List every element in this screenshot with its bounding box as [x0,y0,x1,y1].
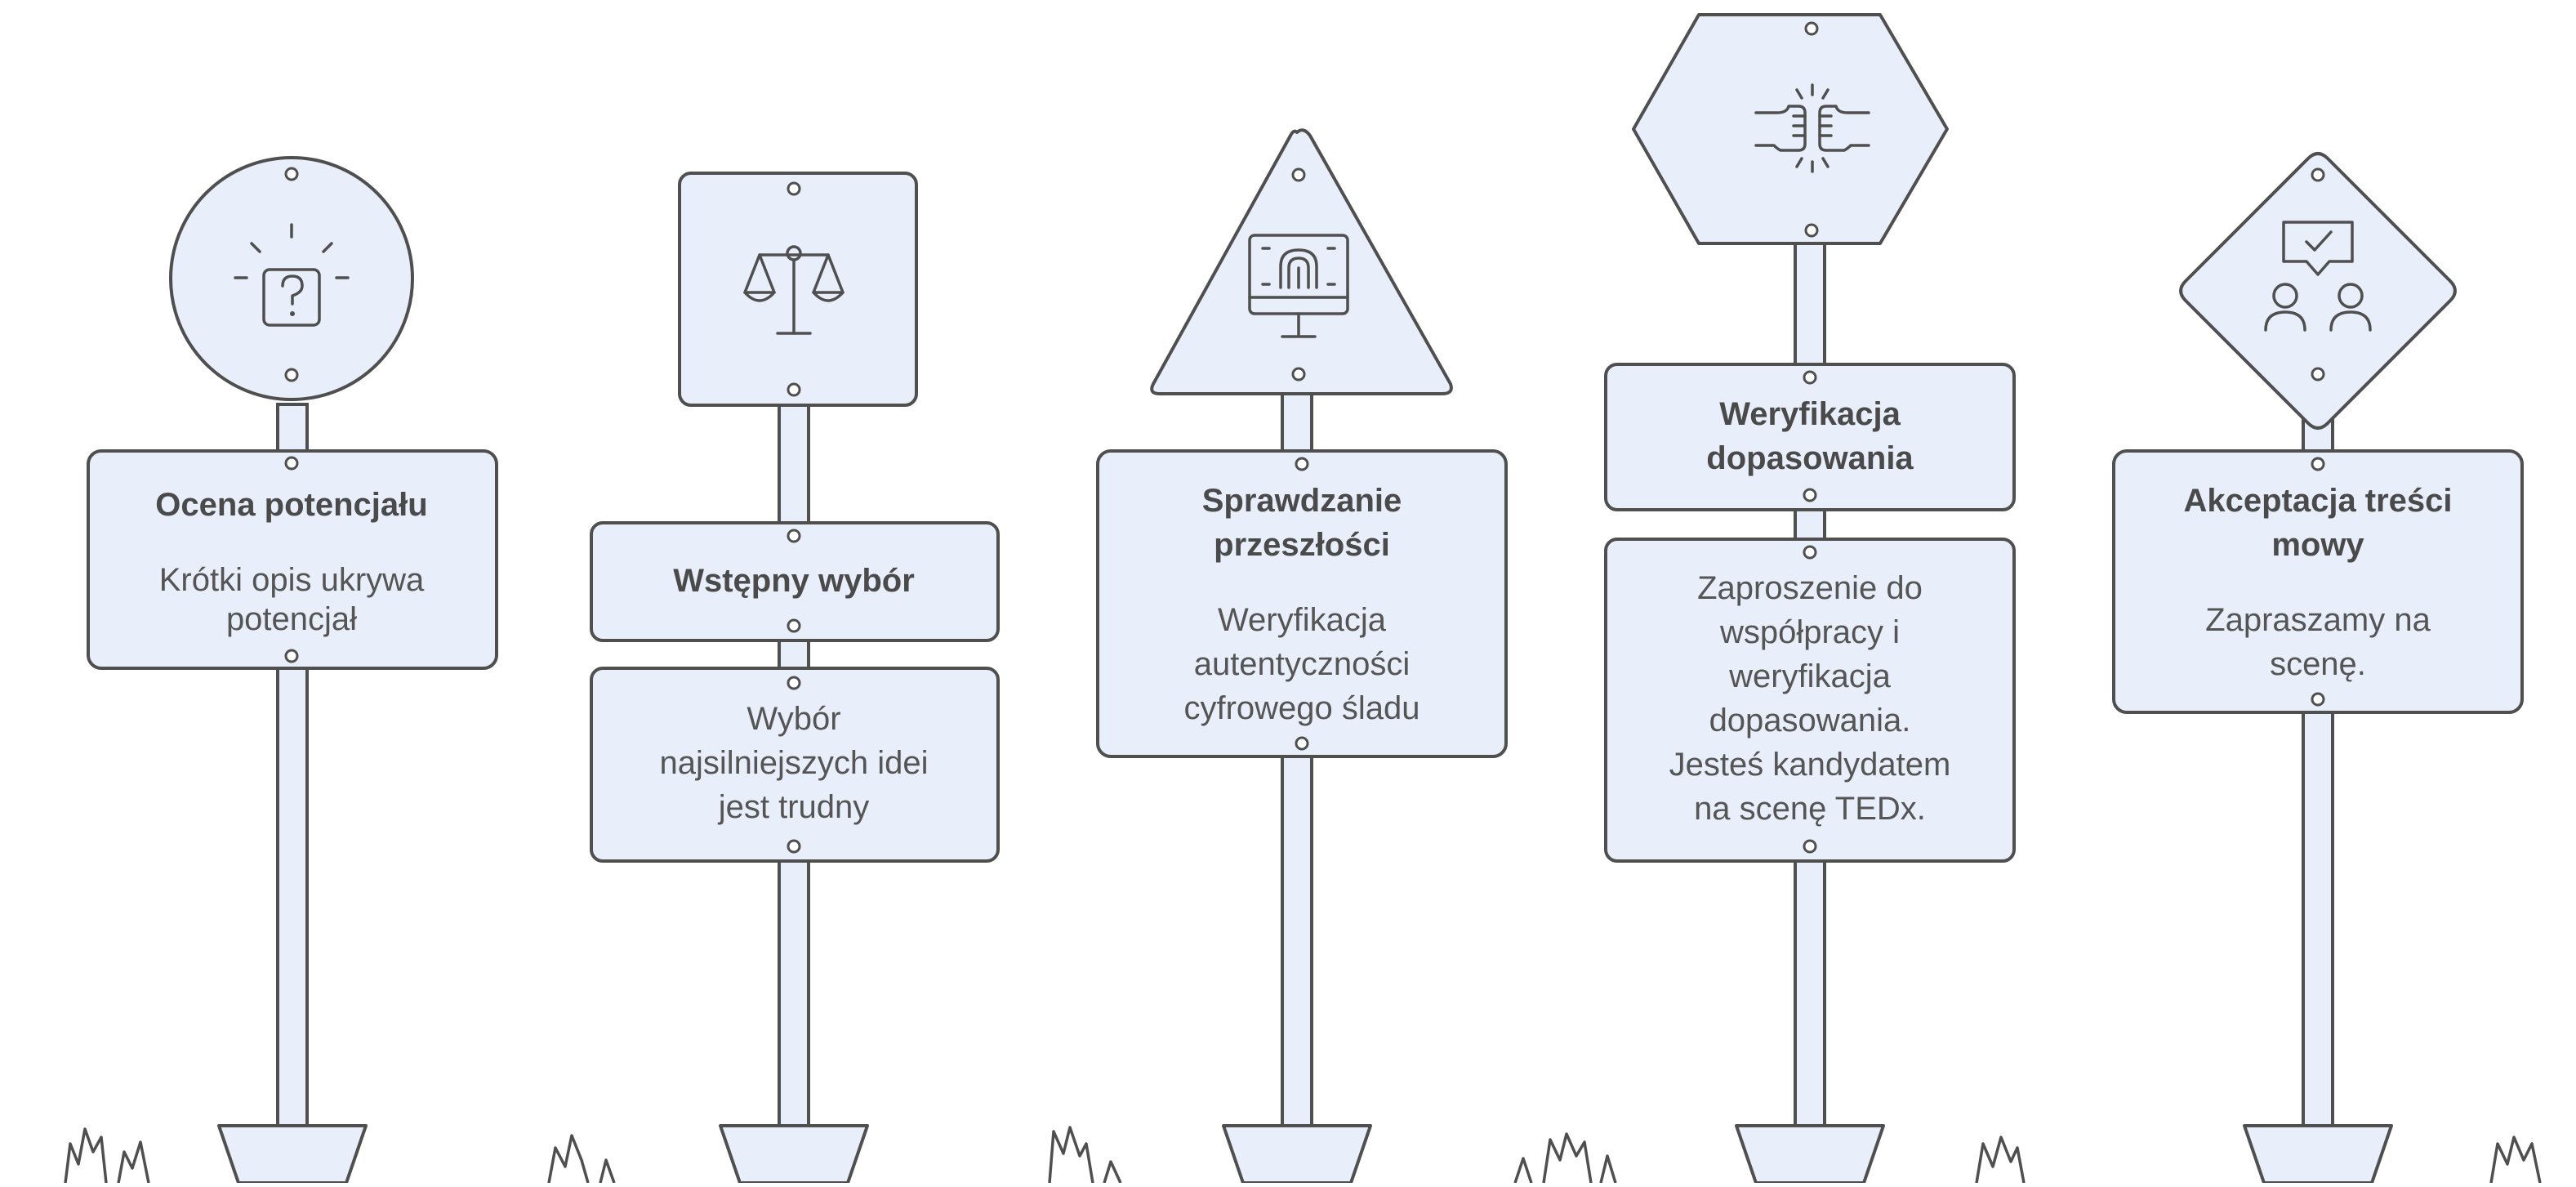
step-3-desc-line-2: autentyczności [1194,646,1411,682]
label-board [2112,449,2524,714]
diamond-sign [2179,152,2457,430]
step-4-desc-line-6: na scenę TEDx. [1694,791,1926,827]
step-1-title: Ocena potencjału [155,487,427,523]
step-2-desc-line-1: Wybór [747,701,840,737]
step-2-title: Wstępny wybór [673,563,915,599]
hexagon-sign [1632,13,1949,245]
step-5-signpost: Akceptacja treści mowy Zapraszamy na sce… [2112,152,2524,1185]
step-3-desc-line-1: Weryfikacja [1218,602,1387,638]
step-5-desc-line-1: Zapraszamy na [2205,602,2431,638]
approval-chat-icon [2264,221,2372,332]
step-5-desc-line-2: scenę. [2270,646,2366,682]
square-sign [678,172,918,407]
step-3-signpost: Sprawdzanie przeszłości Weryfikacja aute… [1096,128,1508,1185]
step-3-title-line-2: przeszłości [1214,527,1390,563]
step-2-desc-line-3: jest trudny [718,789,870,825]
title-board [590,521,1000,642]
step-5-title-line-1: Akceptacja treści [2183,483,2452,519]
description-board [1604,538,2016,863]
step-4-desc-line-4: dopasowania. [1709,703,1911,739]
pole-arrow-base [1222,1124,1372,1185]
step-4-signpost: Weryfikacja dopasowania Zaproszenie do w… [1604,13,2016,1185]
pole-arrow-base [719,1124,869,1185]
label-board [87,449,498,670]
step-4-title-line-1: Weryfikacja [1719,396,1901,432]
step-4-desc-line-3: weryfikacja [1728,658,1892,694]
title-board [1604,363,2016,511]
fist-bump-icon [1754,83,1870,173]
step-5-title-line-2: mowy [2271,527,2364,563]
triangle-sign [1150,128,1453,395]
step-1-desc-line-2: potencjał [226,601,357,637]
step-2-desc-line-2: najsilniejszych idei [659,745,928,781]
step-1-desc-line-1: Krótki opis ukrywa [159,562,425,598]
pole-arrow-base [1735,1124,1885,1185]
description-board [590,667,1000,863]
grass-decoration [64,1126,2542,1184]
circle-sign [169,156,414,401]
pole-arrow-base [2243,1124,2393,1185]
pole-arrow-base [217,1124,368,1185]
step-3-title-line-1: Sprawdzanie [1202,483,1402,519]
step-1-signpost: Ocena potencjału Krótki opis ukrywa pote… [87,156,498,1185]
step-2-signpost: Wstępny wybór Wybór najsilniejszych idei… [590,172,1000,1185]
step-4-desc-line-1: Zaproszenie do [1697,570,1923,606]
balance-scale-icon [743,245,845,335]
step-4-desc-line-5: Jesteś kandydatem [1669,747,1951,783]
question-box-icon [234,223,350,327]
label-board [1096,449,1508,758]
fingerprint-monitor-icon [1248,234,1349,338]
step-3-desc-line-3: cyfrowego śladu [1183,690,1419,726]
step-4-title-line-2: dopasowania [1706,440,1914,476]
step-4-desc-line-2: współpracy i [1719,614,1900,650]
